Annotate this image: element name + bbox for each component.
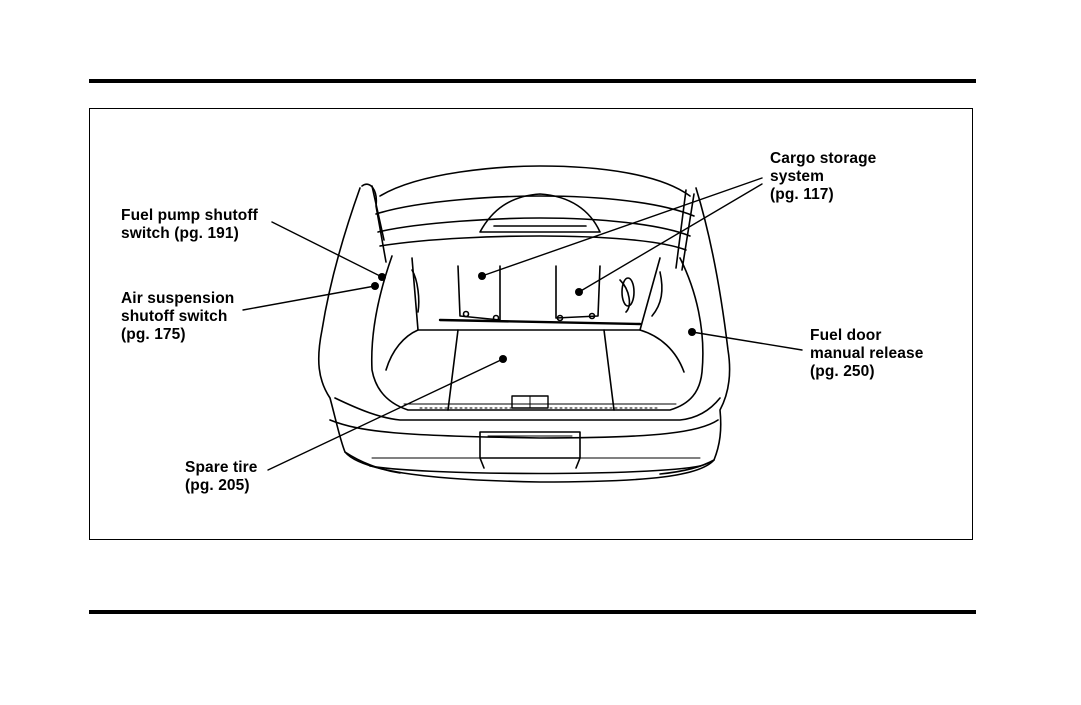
spare-tire-marker — [499, 355, 507, 363]
cargo-storage-marker-right — [575, 288, 583, 296]
cargo-interior — [372, 256, 703, 410]
callout-line: (pg. 175) — [121, 326, 234, 344]
open-liftgate — [362, 166, 694, 270]
callout-line: Fuel door — [810, 327, 923, 345]
callout-line: Air suspension — [121, 290, 234, 308]
callout-line: (pg. 250) — [810, 363, 923, 381]
cargo-storage-leader-1 — [482, 178, 762, 276]
location-markers — [371, 272, 696, 363]
callout-line: Cargo storage — [770, 150, 876, 168]
callout-leaders — [243, 178, 802, 470]
air-suspension-marker — [371, 282, 379, 290]
callout-line: manual release — [810, 345, 923, 363]
callout-spare-tire: Spare tire (pg. 205) — [185, 459, 258, 495]
callout-line: (pg. 117) — [770, 186, 876, 204]
callout-line: Fuel pump shutoff — [121, 207, 258, 225]
callout-air-suspension: Air suspension shutoff switch (pg. 175) — [121, 290, 234, 344]
callout-line: system — [770, 168, 876, 186]
bottom-rule — [89, 610, 976, 614]
spare-tire-leader — [268, 359, 503, 470]
fuel-pump-leader — [272, 222, 382, 277]
callout-cargo-storage: Cargo storage system (pg. 117) — [770, 150, 876, 204]
fuel-door-marker — [688, 328, 696, 336]
fuel-pump-shutoff-marker — [378, 273, 386, 281]
callout-line: Spare tire — [185, 459, 258, 477]
callout-line: (pg. 205) — [185, 477, 258, 495]
fuel-door-leader — [692, 332, 802, 350]
callout-fuel-door: Fuel door manual release (pg. 250) — [810, 327, 923, 381]
callout-line: shutoff switch — [121, 308, 234, 326]
callout-line: switch (pg. 191) — [121, 225, 258, 243]
cargo-storage-marker-left — [478, 272, 486, 280]
callout-fuel-pump-shutoff: Fuel pump shutoff switch (pg. 191) — [121, 207, 258, 243]
air-suspension-leader — [243, 286, 375, 310]
